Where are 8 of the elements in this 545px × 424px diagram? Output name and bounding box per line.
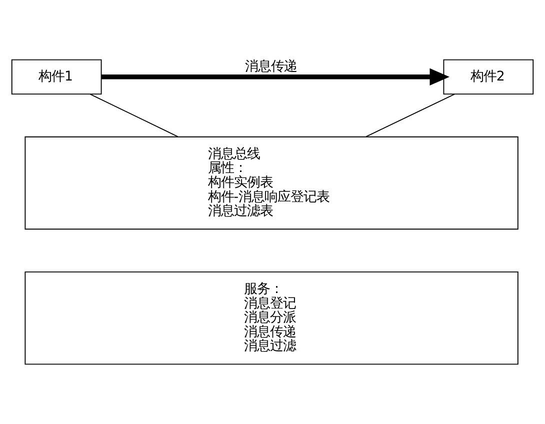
node-box: 消息总线 属性： 构件实例表 构件-消息响应登记表 消息过滤表 bbox=[24, 136, 518, 230]
node-box: 构件2 bbox=[443, 59, 534, 95]
node-box: 构件1 bbox=[11, 59, 102, 95]
connector bbox=[90, 94, 178, 138]
arrow bbox=[102, 68, 450, 86]
node-box: 服务： 消息登记 消息分派 消息传递 消息过滤 bbox=[24, 271, 518, 365]
connector bbox=[366, 94, 456, 138]
edge-label: 消息传递 bbox=[244, 59, 297, 74]
